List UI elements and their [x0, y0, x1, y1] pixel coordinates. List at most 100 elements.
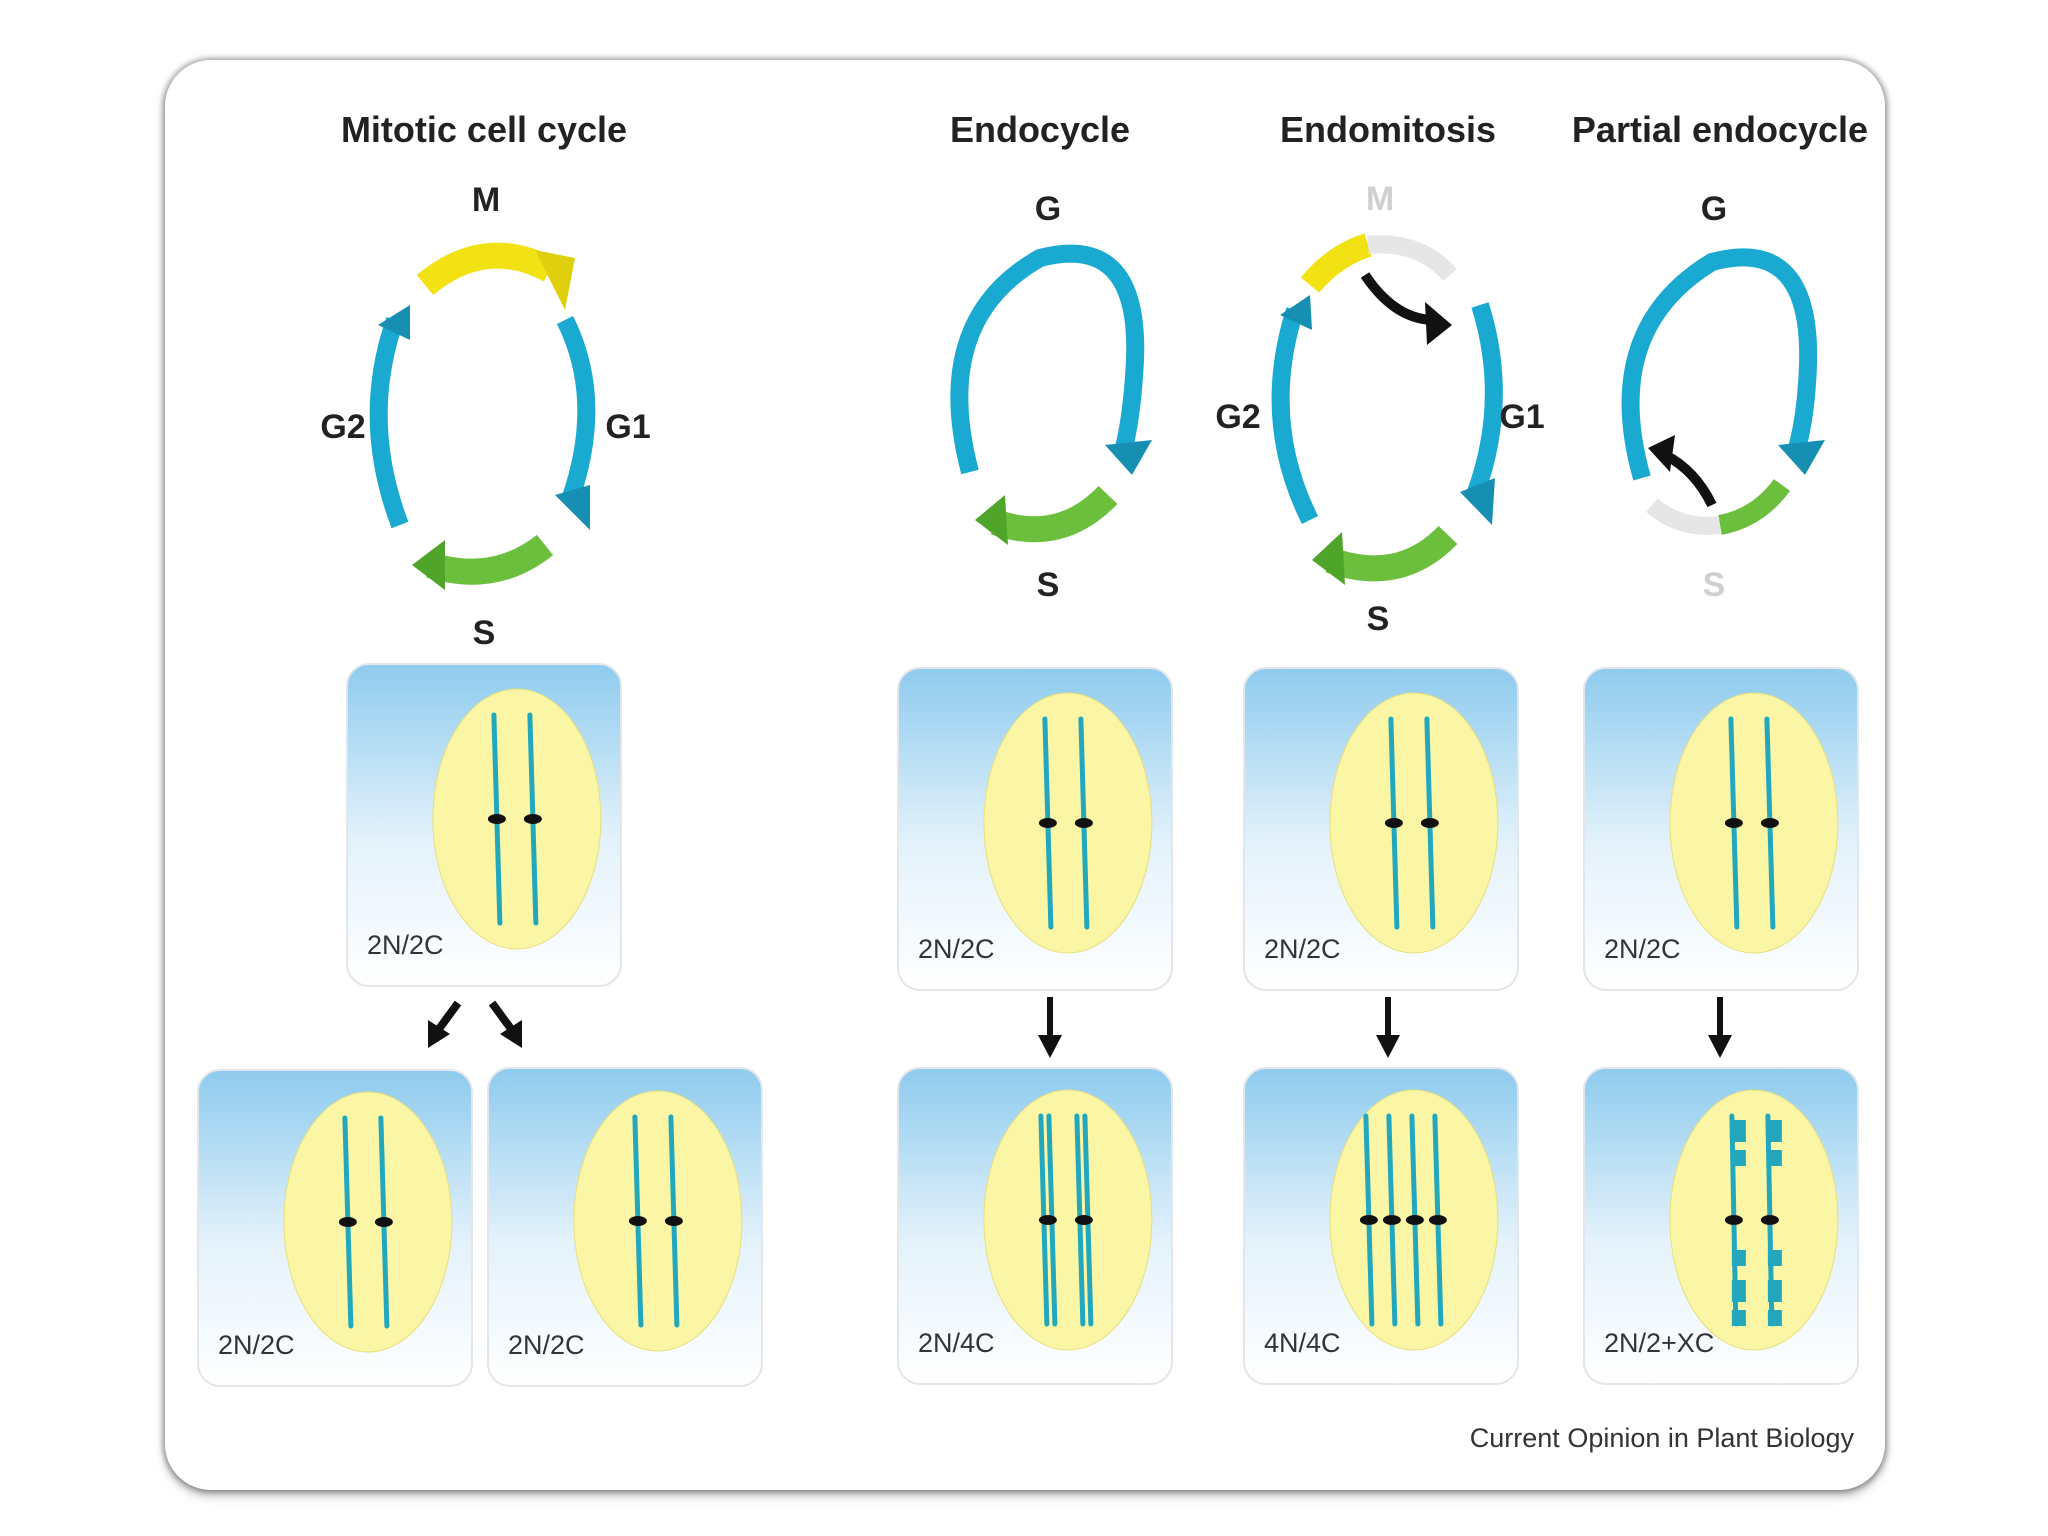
g-arrowhead	[1778, 440, 1825, 475]
title-endocycle: Endocycle	[950, 109, 1130, 150]
skip-arrow	[1360, 272, 1436, 325]
cell-panel-endocycle-before: 2N/2C	[897, 667, 1173, 991]
cell-panel-partial-before: 2N/2C	[1583, 667, 1859, 991]
nucleus	[283, 1091, 453, 1353]
m-phase-arrow	[416, 242, 557, 296]
replicated-segment	[1767, 1120, 1782, 1142]
nucleus	[983, 1089, 1153, 1351]
g-arc	[1621, 248, 1818, 481]
centromere	[1760, 1215, 1779, 1225]
phase-label-g: G	[1035, 190, 1061, 228]
g2-arrowhead	[378, 305, 410, 340]
phase-label-m: M	[472, 181, 500, 219]
skip-arrowhead	[1648, 435, 1675, 472]
centromere	[1405, 1215, 1424, 1225]
ploidy-label: 2N/2+XC	[1604, 1328, 1714, 1358]
s-phase-arrowhead	[412, 540, 445, 590]
endocycle-arrowhead	[1038, 1035, 1062, 1058]
ploidy-label: 2N/2C	[1604, 934, 1681, 964]
transition-arrows	[428, 997, 1732, 1058]
phase-label-s: S	[1367, 600, 1390, 638]
centromere	[1038, 1215, 1057, 1225]
g-arc	[950, 244, 1145, 475]
replicated-segment	[1731, 1150, 1746, 1166]
centromere	[1074, 1215, 1093, 1225]
skip-arrow	[1662, 450, 1717, 508]
nucleus	[1669, 692, 1839, 954]
nucleus	[1329, 692, 1499, 954]
centromere	[523, 814, 542, 824]
centromere	[1724, 818, 1743, 828]
phase-label-g: G	[1701, 190, 1727, 228]
g1-arrowhead	[555, 485, 590, 530]
cell-panel-endomitosis-after: 4N/4C	[1243, 1067, 1519, 1385]
phase-label-m-faded: M	[1366, 180, 1394, 218]
partial-arrowhead	[1708, 1035, 1732, 1058]
g1-arc	[1466, 302, 1503, 499]
g2-arc	[1271, 307, 1319, 525]
centromere	[1428, 1215, 1447, 1225]
s-phase-arrow	[1325, 525, 1458, 582]
g2-arc	[369, 317, 409, 529]
phase-label-s-faded: S	[1703, 566, 1726, 604]
m-phase-faded-arc	[1367, 235, 1457, 282]
mitotic-cycle-wheel	[369, 242, 596, 590]
replicated-segment	[1731, 1280, 1746, 1302]
centromere	[1382, 1215, 1401, 1225]
ploidy-label: 2N/2C	[218, 1330, 295, 1360]
centromere	[1038, 818, 1057, 828]
replicated-segment	[1767, 1150, 1782, 1166]
partial-endocycle-wheel	[1621, 248, 1825, 535]
phase-label-g1: G1	[1499, 398, 1544, 436]
g1-arrowhead	[1460, 478, 1495, 525]
ploidy-label: 2N/2C	[1264, 934, 1341, 964]
nucleus	[1669, 1089, 1839, 1351]
cell-panel-endocycle-after: 2N/4C	[897, 1067, 1173, 1385]
s-phase-partial	[1717, 478, 1791, 535]
g-arrowhead	[1105, 440, 1152, 475]
s-phase-faded	[1646, 498, 1722, 535]
m-phase-arrowhead	[535, 250, 575, 310]
title-endomitosis: Endomitosis	[1280, 109, 1496, 150]
split-arrowhead-right	[500, 1020, 522, 1048]
centromere	[1359, 1215, 1378, 1225]
phase-label-s: S	[473, 614, 496, 652]
cell-panel-partial-after: 2N/2+XC	[1583, 1067, 1859, 1385]
centromere	[1724, 1215, 1743, 1225]
s-phase-arrowhead	[1312, 532, 1345, 585]
g2-arrowhead	[1280, 295, 1312, 330]
centromere	[374, 1217, 393, 1227]
g1-arc	[556, 315, 596, 503]
phase-label-g2: G2	[1215, 398, 1260, 436]
nucleus	[573, 1090, 743, 1352]
cell-panel-endomitosis-before: 2N/2C	[1243, 667, 1519, 991]
ploidy-label: 2N/4C	[918, 1328, 995, 1358]
replicated-segment	[1731, 1250, 1746, 1266]
title-mitotic-cell-cycle: Mitotic cell cycle	[341, 109, 627, 150]
phase-label-g2: G2	[320, 408, 365, 446]
s-phase-arrow	[426, 534, 554, 585]
endocycle-wheel	[950, 244, 1152, 545]
replicated-segment	[1731, 1310, 1746, 1326]
centromere	[338, 1217, 357, 1227]
endomitosis-wheel	[1271, 233, 1503, 585]
cell-panels: 2N/2C 2N/2C 2N/2C 2N/2C 2N/4C 2N/2C 4N/4C 2N/2C…	[197, 663, 1859, 1387]
skip-arrowhead	[1425, 302, 1452, 345]
replicated-segment	[1767, 1280, 1782, 1302]
ploidy-label: 2N/2C	[508, 1330, 585, 1360]
replicated-segment	[1767, 1310, 1782, 1326]
ploidy-label: 2N/2C	[367, 930, 444, 960]
title-partial-endocycle: Partial endocycle	[1572, 109, 1868, 150]
centromere	[664, 1216, 683, 1226]
ploidy-label: 2N/2C	[918, 934, 995, 964]
cell-panel-mitotic-daughter-right: 2N/2C	[487, 1067, 763, 1387]
centromere	[628, 1216, 647, 1226]
endomitosis-arrowhead	[1376, 1035, 1400, 1058]
phase-label-g1: G1	[605, 408, 650, 446]
figure-credit: Current Opinion in Plant Biology	[1470, 1423, 1855, 1453]
s-phase-arrowhead	[975, 495, 1008, 545]
cell-panel-mitotic-parent: 2N/2C	[346, 663, 622, 987]
s-phase-arrow	[990, 485, 1118, 543]
nucleus	[432, 688, 602, 950]
